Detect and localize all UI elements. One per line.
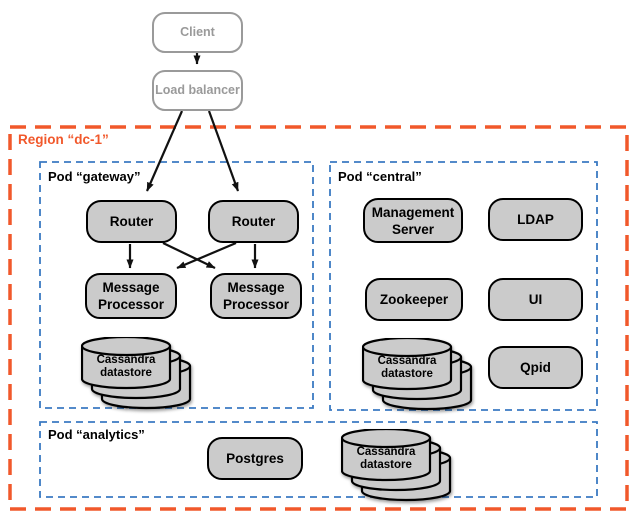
postgres-node: Postgres <box>207 437 303 480</box>
router1-node: Router <box>86 200 177 243</box>
arrow-router1-to-mp2 <box>162 242 216 269</box>
database-cylinder-icon <box>340 427 452 502</box>
central-cassandra-stack: Cassandra datastore <box>361 336 474 412</box>
management-server-node: Management Server <box>363 198 463 243</box>
message-processor1-node: Message Processor <box>85 273 177 319</box>
arrow-loadbalancer-to-router2 <box>207 110 240 192</box>
analytics-cassandra-stack: Cassandra datastore <box>340 427 453 503</box>
message-processor2-node: Message Processor <box>210 273 302 319</box>
central-cassandra-label: Cassandra datastore <box>377 355 437 380</box>
pod-central-border <box>329 161 598 411</box>
pod-central-label: Pod “central” <box>338 169 422 184</box>
gateway-cassandra-stack: Cassandra datastore <box>80 335 193 411</box>
arrow-loadbalancer-to-router1 <box>145 110 184 192</box>
pod-gateway-label: Pod “gateway” <box>48 169 141 184</box>
ui-node: UI <box>488 278 583 321</box>
load-balancer-node: Load balancer <box>152 70 243 111</box>
pod-gateway-border <box>39 161 314 409</box>
region-dc1-label: Region “dc-1” <box>18 132 109 147</box>
gateway-cassandra-label: Cassandra datastore <box>96 354 156 379</box>
analytics-cassandra-label: Cassandra datastore <box>356 446 416 471</box>
client-node: Client <box>152 12 243 53</box>
pod-analytics-border <box>39 421 598 498</box>
database-cylinder-icon <box>80 335 192 410</box>
ldap-node: LDAP <box>488 198 583 241</box>
zookeeper-node: Zookeeper <box>365 278 463 321</box>
region-dc1-border <box>8 125 629 511</box>
qpid-node: Qpid <box>488 346 583 389</box>
database-cylinder-icon <box>361 336 473 411</box>
router2-node: Router <box>208 200 299 243</box>
arrow-router2-to-mp1 <box>176 241 237 270</box>
pod-analytics-label: Pod “analytics” <box>48 427 145 442</box>
